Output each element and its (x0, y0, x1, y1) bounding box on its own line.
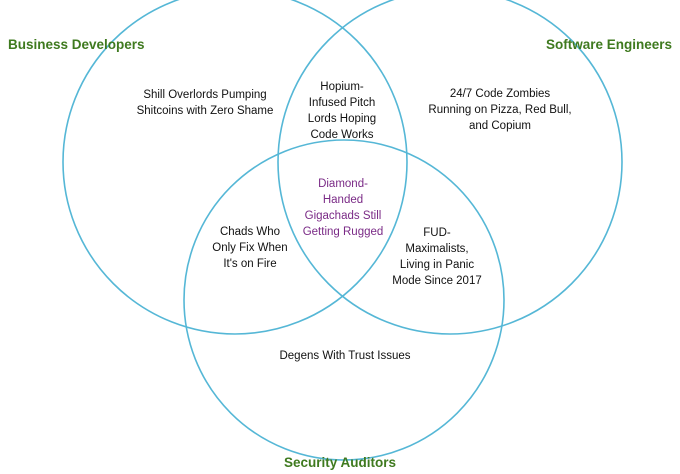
security-auditors-circle (183, 139, 505, 461)
region-business-security: Chads Who Only Fix When It's on Fire (212, 226, 288, 270)
software-engineers-circle (277, 0, 623, 335)
region-business-only: Shill Overlords Pumping Shitcoins with Z… (136, 89, 274, 117)
region-security-only: Degens With Trust Issues (279, 350, 411, 362)
region-software-only: 24/7 Code Zombies Running on Pizza, Red … (428, 88, 572, 132)
set-label-security-auditors: Security Auditors (283, 455, 397, 470)
business-developers-circle (62, 0, 408, 335)
region-software-security: FUD- Maximalists, Living in Panic Mode S… (392, 227, 482, 287)
region-all-three: Diamond- Handed Gigachads Still Getting … (302, 178, 384, 238)
set-label-business-developers: Business Developers (8, 37, 145, 52)
region-business-software: Hopium- Infused Pitch Lords Hoping Code … (307, 81, 377, 141)
set-label-software-engineers: Software Engineers (545, 37, 672, 52)
